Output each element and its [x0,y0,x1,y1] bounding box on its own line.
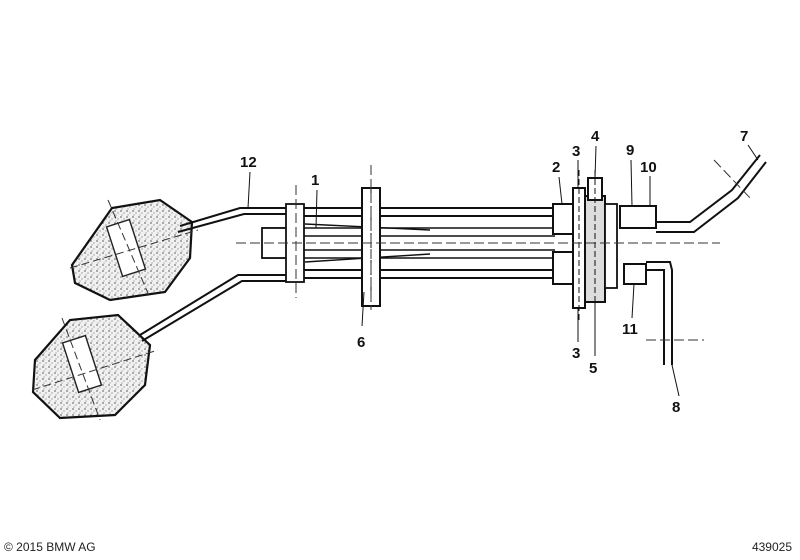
copyright-text: © 2015 BMW AG [4,540,96,554]
callout-4: 4 [591,128,600,145]
callout-5: 5 [589,360,597,377]
callout-3-bottom: 3 [572,345,580,362]
callout-7: 7 [740,128,748,145]
fitting-11 [623,263,647,285]
callout-2: 2 [552,159,560,176]
callout-9: 9 [626,142,634,159]
lower-foam-block [31,313,159,421]
leader-lines [247,144,759,397]
callout-6: 6 [357,334,365,351]
callout-1: 1 [311,172,319,189]
centre-lines [236,159,753,341]
wire-lower [139,274,290,342]
clamp-6 [361,187,381,307]
drawing-number: 439025 [751,540,792,554]
callout-8: 8 [672,399,680,416]
pipe-8 [646,261,673,365]
upper-foam-block [69,198,199,302]
callout-10: 10 [640,159,657,176]
pipe-7 [656,154,767,233]
callout-11: 11 [622,321,638,338]
callout-3-top: 3 [572,143,580,160]
fitting-9-10 [619,205,657,229]
wire-12 [177,207,290,233]
callout-12: 12 [240,154,257,171]
flange-assembly [552,170,618,330]
